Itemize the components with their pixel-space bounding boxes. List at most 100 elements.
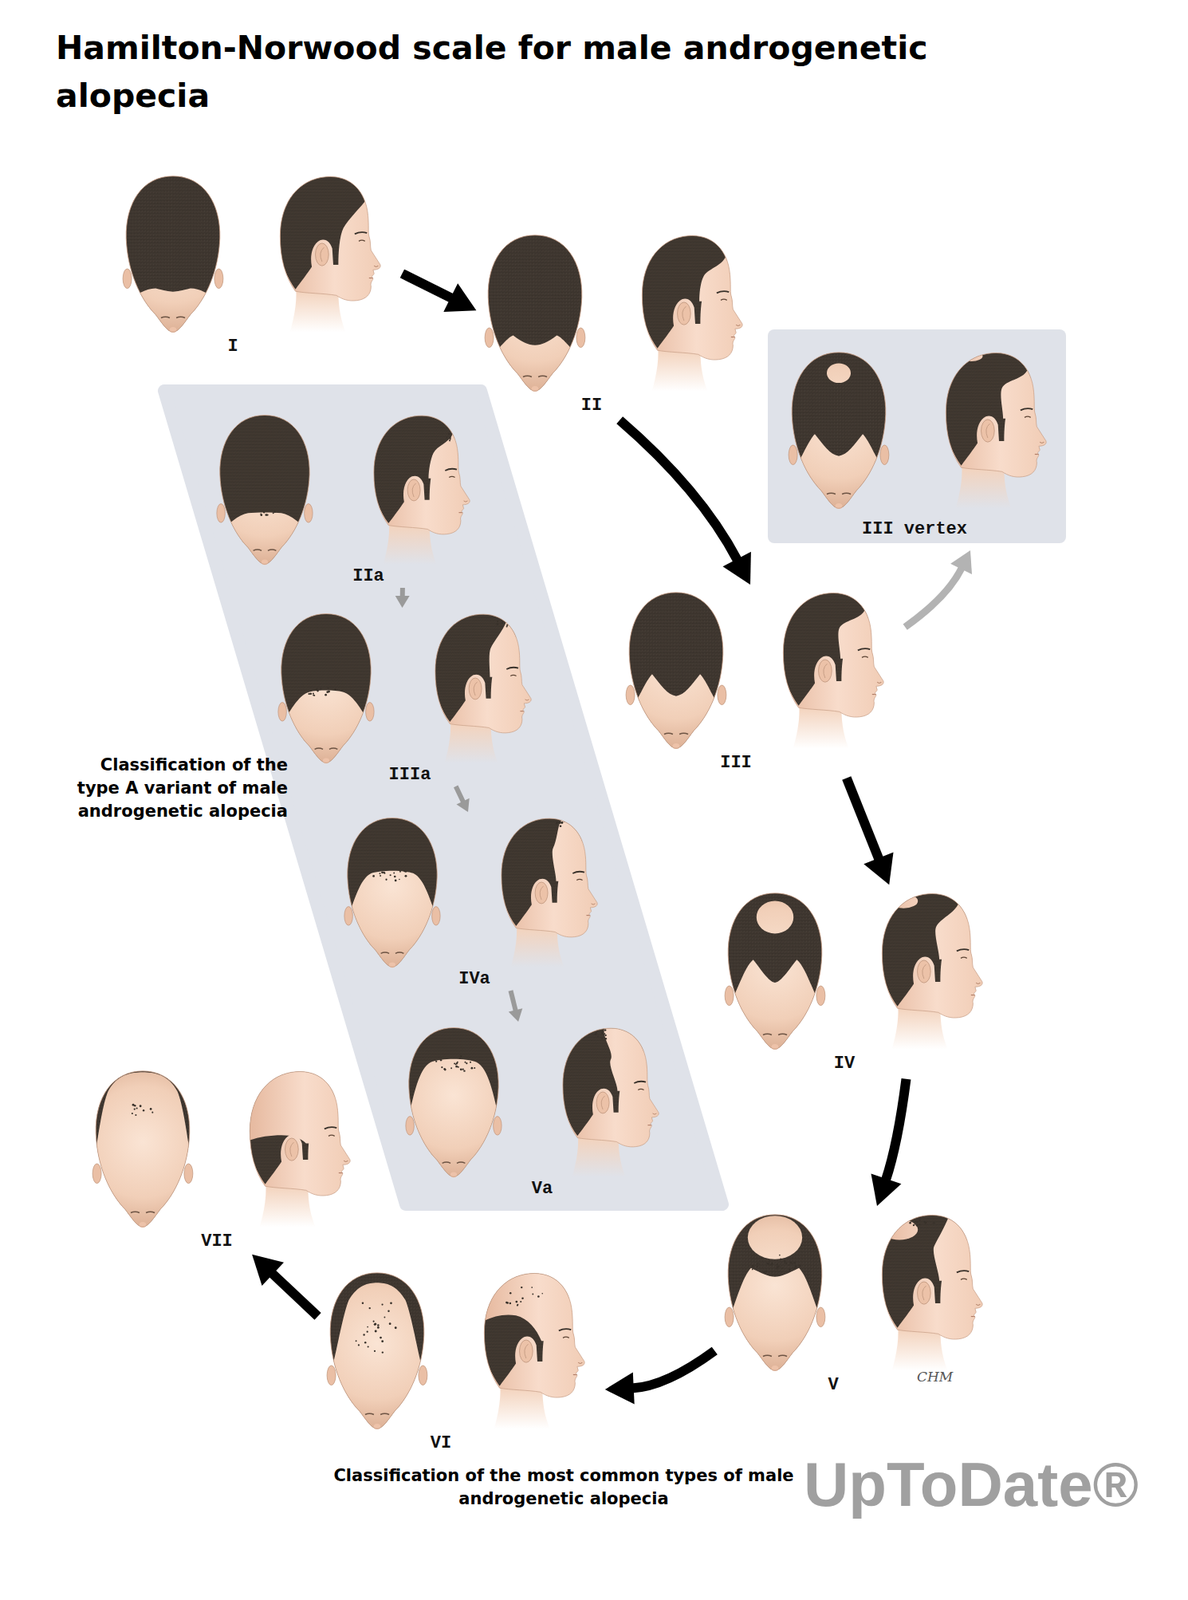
ear [432, 906, 441, 926]
ear [788, 444, 798, 465]
stage-label: IIa [352, 566, 385, 587]
stage-label: IIIa [389, 764, 432, 786]
hair [322, 1266, 433, 1431]
stage-figure: VI [321, 1266, 602, 1454]
hair [641, 229, 760, 349]
head-profile-view [534, 1022, 679, 1179]
hair [782, 586, 901, 706]
stage-label: II [581, 395, 602, 417]
head-top-view [479, 229, 591, 394]
brow [324, 1126, 337, 1129]
ear [216, 503, 225, 524]
arrow-shaft [904, 567, 962, 627]
head-outline [487, 235, 583, 391]
flow-arrow [605, 1350, 716, 1405]
stage-figure: II [479, 229, 760, 417]
flow-arrow [904, 550, 972, 627]
ear [468, 677, 482, 700]
head-top-figure [620, 586, 732, 751]
brow [716, 291, 729, 293]
brow [633, 1081, 646, 1083]
stage-figure: IIIa [270, 608, 551, 786]
brow [956, 1270, 969, 1272]
ear [818, 659, 833, 682]
watermark: UpToDate® [803, 1447, 1139, 1520]
head-outline [95, 1070, 190, 1227]
ear [519, 1339, 534, 1362]
brow [956, 948, 969, 951]
brow [442, 1161, 466, 1163]
head-top-view [117, 170, 229, 335]
ear [484, 327, 494, 348]
head-profile-figure [224, 1065, 368, 1229]
brow [253, 549, 277, 551]
eye [576, 878, 583, 880]
ear [917, 1281, 932, 1304]
head-top-view [208, 409, 321, 567]
head-profile-figure [757, 586, 901, 751]
artist-signature: CHM [916, 1368, 953, 1385]
stage-figure: V [719, 1208, 1000, 1396]
brow [763, 1033, 787, 1035]
head-outline [562, 1027, 659, 1147]
stage-label: VI [430, 1432, 452, 1454]
head-profile-view [407, 608, 551, 765]
brow [857, 648, 870, 650]
head-outline [373, 415, 470, 535]
head-top-view [782, 346, 895, 511]
head-outline [791, 352, 886, 508]
head-profile-figure [616, 229, 760, 394]
stage-label-holder: Va [531, 1178, 553, 1200]
brow [314, 747, 339, 749]
head-outline [483, 1272, 585, 1397]
head-outline [409, 1027, 499, 1177]
vertex-panel: III vertex [767, 329, 1067, 543]
arrow-shaft [846, 778, 880, 860]
title: Hamilton-Norwood scale for male androgen… [55, 23, 1061, 120]
ear [717, 684, 727, 705]
stage-label-holder: V [827, 1374, 838, 1396]
head-outline [501, 818, 598, 937]
head-top-figure [397, 1022, 510, 1179]
stage-label-holder: IVa [458, 968, 491, 990]
head-profile-view [224, 1065, 368, 1229]
hair [621, 586, 732, 751]
ear [724, 1306, 734, 1327]
ear [304, 503, 313, 524]
head-outline [782, 592, 884, 717]
ear [816, 985, 826, 1006]
artist-signature-holder: CHM [916, 1368, 953, 1385]
head-profile-view [616, 229, 760, 394]
panel-heading-holder: Classification of the type A variant of … [72, 753, 288, 823]
eye [358, 239, 366, 241]
hair [224, 1065, 367, 1185]
head-top-figure [719, 1208, 831, 1373]
head-profile-figure [534, 1022, 679, 1179]
stage-figure: IVa [336, 812, 618, 990]
head-top-view [86, 1065, 199, 1229]
stage-figure: IIa [208, 409, 490, 587]
eye [960, 1278, 968, 1279]
variant-panel: Classification of the type A variant of … [157, 384, 729, 1211]
head-profile-figure [407, 608, 551, 765]
hair [720, 887, 831, 1051]
arrow-head [863, 851, 893, 885]
head-top-figure [208, 409, 321, 567]
head-profile-figure [920, 346, 1064, 511]
stage-label: III [719, 752, 752, 774]
eye [960, 956, 968, 958]
hair [279, 174, 366, 290]
head-profile-figure [346, 409, 490, 567]
head-profile-figure [254, 170, 398, 335]
head-top-view [270, 608, 382, 765]
hair [480, 229, 591, 394]
stage-label-holder: VI [430, 1432, 452, 1454]
stage-label: I [227, 336, 238, 358]
hair [373, 409, 487, 524]
brow [444, 468, 457, 471]
hair [784, 346, 894, 511]
stage-label: IV [833, 1053, 855, 1074]
hair [562, 1022, 676, 1136]
hair [881, 1208, 1000, 1328]
